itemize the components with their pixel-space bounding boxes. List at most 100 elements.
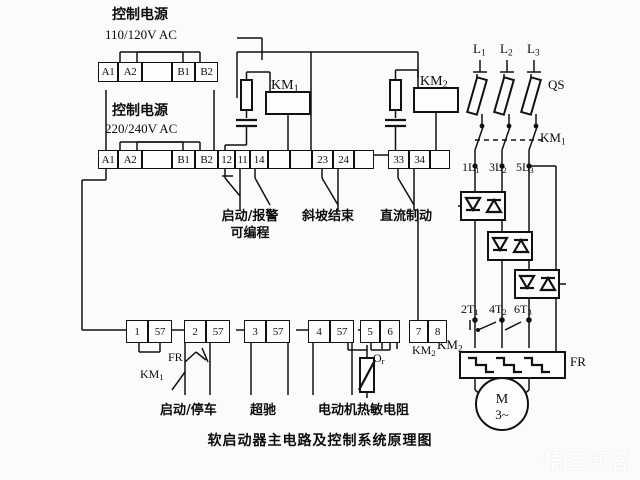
phase-l3-text: L <box>527 41 535 56</box>
supply2-bus-wires <box>119 141 201 150</box>
relay-label-start-alarm-l2: 可编程 <box>230 226 270 242</box>
phase-l1-sub: 1 <box>480 48 486 59</box>
control-block-1-left[interactable]: 1 <box>126 320 148 343</box>
in-1l1-text: 1L <box>462 160 476 174</box>
control-block-2-left[interactable]: 2 <box>184 320 206 343</box>
km2-bracket <box>381 343 398 349</box>
km1-coil-sub: 1 <box>293 83 299 95</box>
terminal-blank-a[interactable] <box>268 150 290 169</box>
or-bracket <box>370 343 391 351</box>
terminal-b2-supply1[interactable]: B2 <box>195 62 218 82</box>
km1-contact-label: KM1 <box>140 368 164 382</box>
control-block-6-right[interactable]: 8 <box>428 320 447 343</box>
terminal-11[interactable]: 11 <box>235 150 250 169</box>
in-3l2-text: 3L <box>489 160 503 174</box>
terminal-23[interactable]: 23 <box>312 150 333 169</box>
terminal-blank-d[interactable] <box>430 150 450 169</box>
in-5l3-text: 5L <box>516 160 530 174</box>
or-text: O <box>373 351 382 365</box>
km1-contact-sub: 1 <box>159 372 164 383</box>
phase-l2-sub: 2 <box>507 48 513 59</box>
km1-main-contact-label: KM1 <box>540 130 566 148</box>
start-stop-branch <box>138 343 211 395</box>
motor-symbol-label: M <box>495 392 509 407</box>
control-supply-1-voltage: 110/120V AC <box>105 27 177 42</box>
phase-label-l1: L1 <box>473 41 486 59</box>
relay-label-dc-brake: 直流制动 <box>380 209 433 224</box>
terminal-14[interactable]: 14 <box>250 150 268 169</box>
terminal-blank-supply2[interactable] <box>142 150 172 169</box>
relay-label-ramp-end: 斜坡结束 <box>302 209 355 224</box>
terminal-33[interactable]: 33 <box>388 150 409 169</box>
input-terminal-3l2: 3L2 <box>489 161 507 175</box>
control-block-2-right[interactable]: 57 <box>206 320 230 343</box>
thermistor-branch <box>312 343 376 398</box>
output-terminal-4t2: 4T2 <box>489 303 507 317</box>
phase-l1-text: L <box>473 41 481 56</box>
terminal-b2-supply2[interactable]: B2 <box>195 150 218 169</box>
out-2t1-text: 2T <box>461 302 475 316</box>
out-4t2-text: 4T <box>489 302 503 316</box>
km1-coil-label: KM1 <box>271 78 299 95</box>
terminal-b1-supply2[interactable]: B1 <box>172 150 195 169</box>
terminal-a2-supply1[interactable]: A2 <box>118 62 142 82</box>
terminal-blank-b[interactable] <box>290 150 312 169</box>
terminal-34[interactable]: 34 <box>409 150 430 169</box>
control-block-1-right[interactable]: 57 <box>148 320 172 343</box>
terminal-b1-supply1[interactable]: B1 <box>172 62 195 82</box>
fr-relay-label: FR <box>570 354 586 369</box>
control-block-5-left[interactable]: 5 <box>360 320 380 343</box>
relay-contact-legs <box>222 168 415 210</box>
upper-rail <box>236 37 419 150</box>
phase-label-l3: L3 <box>527 41 540 58</box>
supply1-bus-wires <box>119 51 201 62</box>
output-terminal-2t1: 2T1 <box>461 303 479 317</box>
out-6t3-sub: 3 <box>527 307 532 318</box>
km2-bypass-contacts <box>469 320 522 332</box>
terminal-12[interactable]: 12 <box>218 150 235 169</box>
control-block-5-right[interactable]: 6 <box>380 320 400 343</box>
terminal-24[interactable]: 24 <box>333 150 354 169</box>
km2-control-sub: 2 <box>431 348 436 359</box>
output-terminal-6t3: 6T3 <box>514 303 532 317</box>
thermistor-label: 电动机热敏电阻 <box>318 403 410 418</box>
phase-l2-text: L <box>500 41 508 56</box>
override-branch <box>250 343 289 395</box>
km2-coil-sub: 2 <box>442 79 448 91</box>
in-5l3-sub: 3 <box>529 165 534 176</box>
control-block-6-left[interactable]: 7 <box>409 320 428 343</box>
output-terminal-nodes <box>472 316 557 352</box>
control-block-3-right[interactable]: 57 <box>266 320 290 343</box>
terminal-a2-supply2[interactable]: A2 <box>118 150 142 169</box>
phase-label-l2: L2 <box>500 41 513 59</box>
control-supply-2-name: 控制电源 <box>112 103 168 119</box>
km1-coil-text: KM <box>271 78 294 93</box>
terminal-a1-supply2[interactable]: A1 <box>98 150 118 169</box>
km1-main-sub: 1 <box>560 137 566 148</box>
watermark: 悟空问答 <box>544 449 632 473</box>
out-2t1-sub: 1 <box>474 307 479 318</box>
terminal-blank-c[interactable] <box>354 150 374 169</box>
or-sub: r <box>381 356 385 367</box>
km2-control-text: KM <box>412 343 432 357</box>
out-4t2-sub: 2 <box>502 307 507 318</box>
diagram-title: 软启动器主电路及控制系统原理图 <box>207 433 433 449</box>
three-phase-input <box>465 60 545 169</box>
control-block-4-right[interactable]: 57 <box>330 320 354 343</box>
in-1l1-sub: 1 <box>475 165 480 176</box>
terminal-blank-supply1[interactable] <box>142 62 172 82</box>
fr-overload-relay <box>459 351 566 390</box>
control-block-3-left[interactable]: 3 <box>244 320 266 343</box>
disconnect-label-qs: QS <box>548 77 565 92</box>
terminal-a1-supply1[interactable]: A1 <box>98 62 118 82</box>
control-supply-1-name: 控制电源 <box>112 7 168 23</box>
km1-coil-group <box>224 71 311 150</box>
control-block-4-left[interactable]: 4 <box>308 320 330 343</box>
override-label: 超驰 <box>250 403 277 418</box>
km2-coil-label: KM2 <box>420 74 448 91</box>
relay-label-start-alarm: 启动/报警 可编程 <box>204 209 296 242</box>
supply-interconnect <box>105 90 215 150</box>
km2-control-label: KM2 <box>412 344 436 358</box>
in-3l2-sub: 2 <box>502 165 507 176</box>
